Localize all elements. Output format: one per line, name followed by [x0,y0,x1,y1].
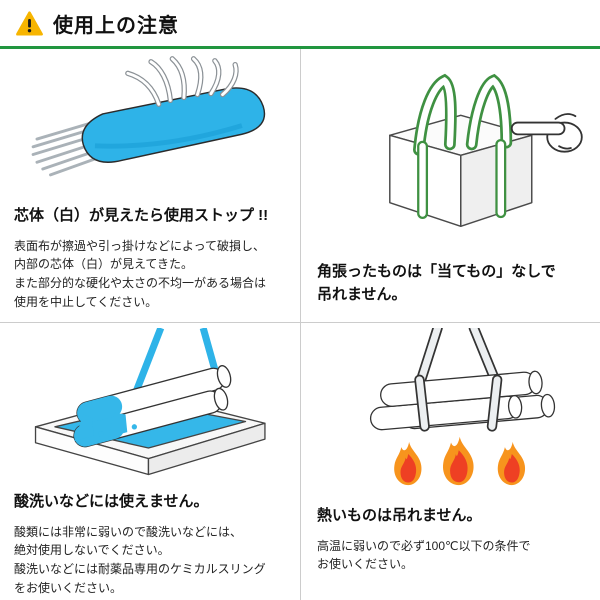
pouring-liquid [73,412,137,441]
section-heading: 熱いものは吊れません。 [317,507,482,524]
frayed-fibers [125,56,237,106]
warning-icon [16,10,43,36]
section-body: 表面布が擦過や引っ掛けなどによって破損し、 内部の芯体（白）が見えてきた。 また… [14,238,267,310]
flame-icon [442,436,474,486]
header-underline [0,46,600,49]
section-heading: 芯体（白）が見えたら使用ストップ !! [14,207,269,224]
flame-icon [497,441,525,486]
flame-icon [393,441,421,486]
acid-bath-illustration [14,327,289,479]
sling-loops [413,73,513,219]
section-core-exposed: 芯体（白）が見えたら使用ストップ !! 表面布が擦過や引っ掛けなどによって破損し… [0,49,299,321]
section-acid-wash: 酸洗いなどには使えません。 酸類には非常に弱いので酸洗いなどには、 絶対使用しな… [0,323,299,600]
frayed-sling-illustration [14,55,289,197]
log-bundle [369,370,555,431]
section-angular-load: 角張ったものは「当てもの」なしで 吊れません。 [301,49,600,321]
pointing-hand-icon [510,112,583,153]
box-sling-hand-illustration [317,55,590,251]
hot-logs-illustration [317,327,590,493]
suspension-straps [132,328,219,393]
strap-wraps [413,374,502,432]
horizontal-divider [0,322,600,323]
page-title: 使用上の注意 [53,14,179,37]
section-hot-load: 熱いものは吊れません。 高温に弱いので必ず100℃以下の条件で お使いください。 [301,323,600,600]
section-body: 酸類には非常に弱いので酸洗いなどには、 絶対使用しないでください。 酸洗いなどに… [14,524,266,596]
section-heading: 角張ったものは「当てもの」なしで 吊れません。 [317,263,556,303]
section-heading: 酸洗いなどには使えません。 [14,493,209,510]
section-body: 高温に弱いので必ず100℃以下の条件で お使いください。 [317,538,531,572]
page-header: 使用上の注意 [0,0,600,46]
vertical-divider [300,49,301,600]
